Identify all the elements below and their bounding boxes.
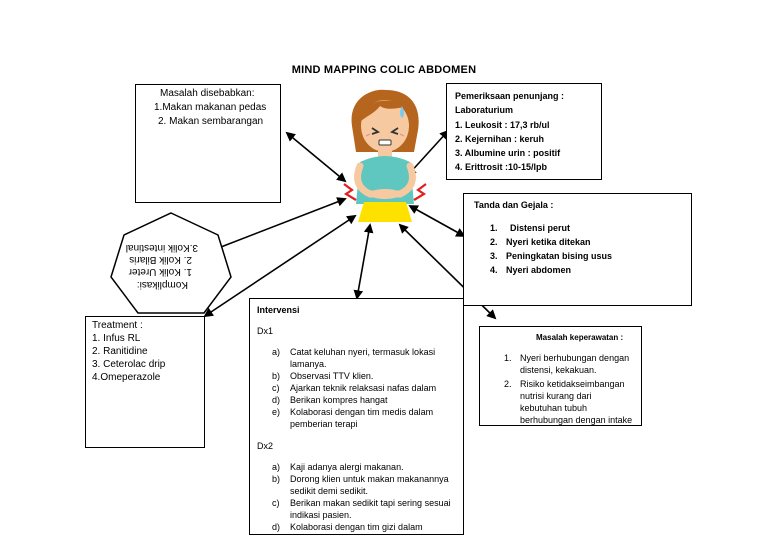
symptom-num: 2. [490, 237, 498, 247]
lab-item: 2. Kejernihan : keruh [455, 134, 545, 144]
complication-heading: Komplikasi: [136, 279, 188, 290]
treatment-item: 1. Infus RL [92, 333, 141, 344]
complication-item: 3.Kolik intestinal [125, 242, 198, 253]
nursing-num: 1. [504, 353, 512, 363]
dx2-text-cont: indikasi pasien. [290, 510, 352, 520]
dx1-text-cont: lamanya. [290, 359, 327, 369]
lab-subheading: Laboraturium [455, 105, 514, 115]
symptom-num: 3. [490, 251, 498, 261]
dx1-text: Ajarkan teknik relaksasi nafas dalam [290, 383, 437, 393]
symptom-num: 1. [490, 223, 498, 233]
lab-item: 4. Erittrosit :10-15/lpb [455, 162, 548, 172]
nursing-line: distensi, kekakuan. [520, 365, 597, 375]
dx2-text-cont: sedikit demi sedikit. [290, 486, 369, 496]
symptom-text: Nyeri abdomen [506, 265, 572, 275]
symptoms-box: Tanda dan Gejala : 1. Distensi perut 2. … [463, 193, 692, 306]
lab-exam-box: Pemeriksaan penunjang : Laboraturium 1. … [446, 83, 602, 180]
arrow-pemeriksaan [406, 129, 450, 177]
dx1-letter: c) [272, 383, 280, 393]
nursing-line: nutrisi kurang dari [520, 391, 592, 401]
complication-content: Komplikasi: 1. Kolik Ureter 2. Kolik Bil… [118, 230, 224, 292]
treatment-item: 2. Ranitidine [92, 346, 148, 357]
dx1-letter: d) [272, 395, 281, 405]
dx2-letter: a) [272, 462, 281, 472]
dx1-text: Observasi TTV klien. [290, 371, 374, 381]
arrow-intervensi [353, 223, 374, 300]
nursing-problem-box: Masalah keperawatan : 1. Nyeri berhubung… [479, 326, 642, 426]
dx1-letter: b) [272, 371, 281, 381]
nursing-line: Risiko ketidakseimbangan [520, 379, 625, 389]
dx1-text: Catat keluhan nyeri, termasuk lokasi [290, 347, 436, 357]
dx1-text: Berikan kompres hangat [290, 395, 388, 405]
dx2-text: Kaji adanya alergi makanan. [290, 462, 404, 472]
symptom-text: Nyeri ketika ditekan [506, 237, 591, 247]
dx1-label: Dx1 [257, 326, 274, 336]
nursing-heading: Masalah keperawatan : [536, 333, 624, 342]
lab-item: 3. Albumine urin : positif [455, 148, 561, 158]
intervention-heading: Intervensi [257, 305, 300, 315]
page-title: MIND MAPPING COLIC ABDOMEN [291, 64, 477, 76]
dx1-text: Kolaborasi dengan tim medis dalam [290, 407, 434, 417]
cause-item: 2. Makan sembarangan [158, 116, 264, 127]
dx2-letter: c) [272, 498, 280, 508]
dx2-letter: d) [272, 522, 281, 532]
treatment-item: 4.Omeperazole [92, 372, 161, 383]
intervention-box: Intervensi Dx1 a) Catat keluhan nyeri, t… [249, 298, 464, 535]
symptom-text: Distensi perut [510, 223, 571, 233]
dx2-text: Berikan makan sedikit tapi sering sesuai [290, 498, 451, 508]
nursing-line: kebutuhan tubuh [520, 403, 588, 413]
patient-illustration [343, 89, 427, 222]
cause-box: Masalah disebabkan: 1.Makan makanan peda… [135, 84, 281, 203]
dx2-text: Dorong klien untuk makan makanannya [290, 474, 449, 484]
arrow-masalah [285, 131, 347, 183]
complication-heptagon [110, 212, 232, 314]
cause-heading: Masalah disebabkan: [160, 88, 255, 99]
arrow-treatment [203, 214, 357, 318]
cause-item: 1.Makan makanan pedas [154, 102, 267, 113]
nursing-num: 2. [504, 379, 512, 389]
complication-item: 2. Kolik Bilaris [129, 254, 192, 265]
dx1-letter: e) [272, 407, 281, 417]
lab-heading: Pemeriksaan penunjang : [455, 91, 565, 101]
symptom-text: Peningkatan bising usus [506, 251, 613, 261]
complication-item: 1. Kolik Ureter [128, 266, 192, 277]
treatment-item: 3. Ceterolac drip [92, 359, 166, 370]
dx2-text: Kolaborasi dengan tim gizi dalam [290, 522, 423, 532]
dx2-label: Dx2 [257, 441, 274, 451]
dx2-letter: b) [272, 474, 281, 484]
treatment-heading: Treatment : [92, 320, 143, 331]
nursing-line: berhubungan dengan intake [520, 415, 633, 425]
dx1-letter: a) [272, 347, 281, 357]
lab-item: 1. Leukosit : 17,3 rb/ul [455, 120, 550, 130]
dx1-text-cont: pemberian terapi [290, 419, 358, 429]
treatment-box: Treatment : 1. Infus RL 2. Ranitidine 3.… [85, 316, 205, 448]
nursing-line: Nyeri berhubungan dengan [520, 353, 630, 363]
symptoms-heading: Tanda dan Gejala : [474, 200, 554, 210]
symptom-num: 4. [490, 265, 498, 275]
